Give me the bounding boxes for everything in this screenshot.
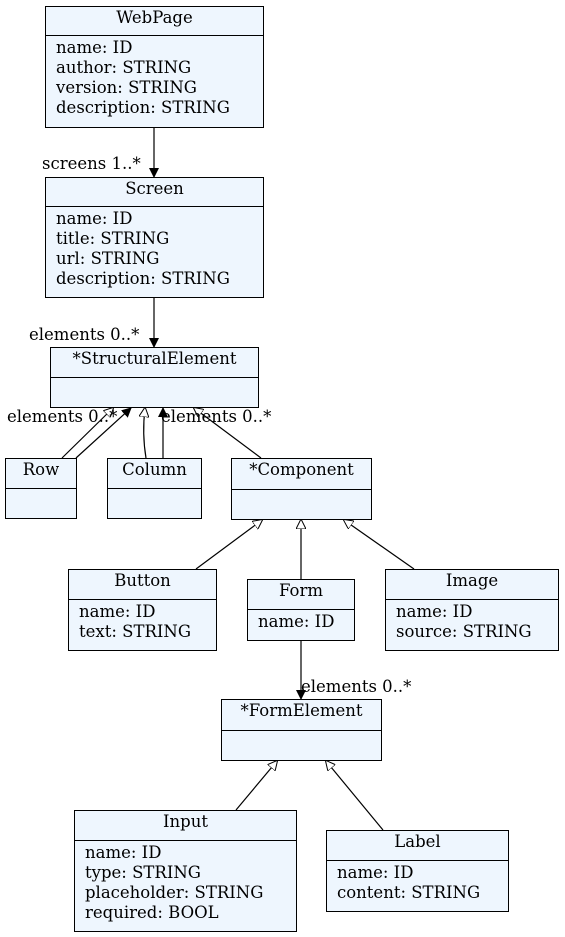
edge-label-inherit (326, 761, 384, 831)
edge-image-inherit (344, 520, 415, 570)
class-attribute: title: STRING (56, 229, 170, 248)
class-screen: Screen name: ID title: STRING url: STRIN… (45, 177, 264, 298)
class-attribute: name: ID (56, 209, 133, 228)
class-label: Label name: ID content: STRING (326, 830, 509, 912)
class-column: Column (107, 458, 202, 519)
class-title: *FormElement (222, 700, 381, 731)
edge-label-elements-row: elements 0..* (7, 407, 118, 426)
class-attribute: url: STRING (56, 249, 160, 268)
class-button: Button name: ID text: STRING (68, 569, 217, 651)
class-attributes: name: ID source: STRING (386, 600, 558, 642)
class-attribute: name: ID (337, 863, 414, 882)
edge-label-elements-screen: elements 0..* (29, 325, 140, 344)
edge-label-screens: screens 1..* (42, 154, 141, 173)
class-attributes: name: ID text: STRING (69, 600, 216, 642)
class-title: WebPage (46, 7, 263, 36)
class-attribute: name: ID (396, 602, 473, 621)
class-attribute: text: STRING (79, 622, 192, 641)
edge-label-elements-column: elements 0..* (161, 407, 272, 426)
class-form-element: *FormElement (221, 699, 382, 761)
class-attribute: name: ID (258, 612, 335, 631)
edge-component-inherit (194, 408, 262, 459)
class-attribute: source: STRING (396, 622, 532, 641)
edge-input-inherit (235, 761, 277, 811)
class-structural-element: *StructuralElement (50, 347, 259, 408)
class-attribute: type: STRING (85, 863, 201, 882)
class-title: Screen (46, 178, 263, 207)
class-title: Button (69, 570, 216, 600)
class-attribute: author: STRING (56, 58, 192, 77)
class-input: Input name: ID type: STRING placeholder:… (74, 810, 297, 932)
class-attributes: name: ID author: STRING version: STRING … (46, 36, 263, 118)
edge-row-compose (61, 407, 132, 472)
class-title: *Component (232, 459, 371, 490)
class-title: Column (108, 459, 201, 489)
class-attribute: content: STRING (337, 883, 481, 902)
edge-label-elements-form: elements 0..* (301, 677, 412, 696)
class-attribute: name: ID (85, 843, 162, 862)
class-attribute: name: ID (56, 38, 133, 57)
class-attributes: name: ID type: STRING placeholder: STRIN… (75, 841, 296, 923)
edge-button-inherit (195, 520, 262, 570)
class-attribute: name: ID (79, 602, 156, 621)
class-image: Image name: ID source: STRING (385, 569, 559, 651)
class-webpage: WebPage name: ID author: STRING version:… (45, 6, 264, 128)
class-component: *Component (231, 458, 372, 520)
class-attribute: description: STRING (56, 269, 230, 288)
class-attribute: version: STRING (56, 78, 197, 97)
class-attribute: required: BOOL (85, 903, 219, 922)
class-row: Row (5, 458, 77, 519)
class-title: Form (248, 580, 354, 610)
class-title: Input (75, 811, 296, 841)
class-attributes: name: ID title: STRING url: STRING descr… (46, 207, 263, 289)
class-title: *StructuralElement (51, 348, 258, 378)
class-attributes: name: ID content: STRING (327, 861, 508, 903)
class-form: Form name: ID (247, 579, 355, 641)
edge-column-inherit (144, 408, 146, 459)
class-attribute: description: STRING (56, 98, 230, 117)
class-title: Image (386, 570, 558, 600)
class-attribute: placeholder: STRING (85, 883, 264, 902)
class-title: Row (6, 459, 76, 489)
class-title: Label (327, 831, 508, 861)
class-attributes: name: ID (248, 610, 354, 632)
